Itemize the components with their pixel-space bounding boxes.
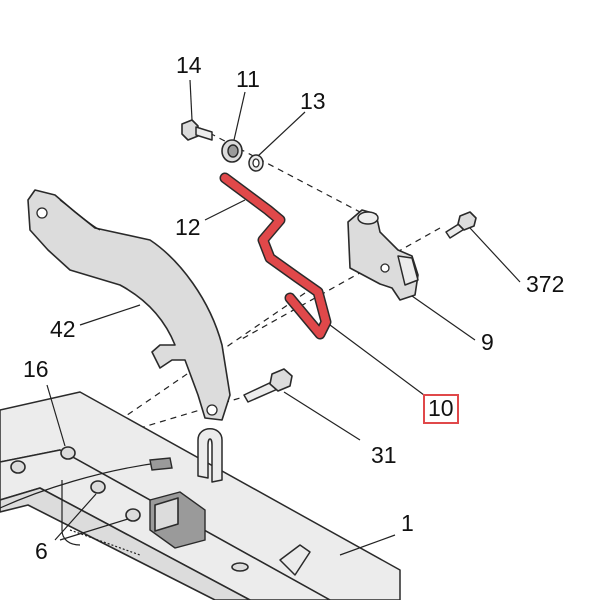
leader-14: [189, 79, 193, 121]
nut-part-6-a: [10, 460, 26, 474]
hinge-plate-part-9: [347, 209, 419, 301]
callout-10-highlighted[interactable]: 10: [423, 394, 459, 424]
leader-31: [283, 391, 361, 441]
leader-9: [411, 295, 476, 341]
callout-1: 1: [401, 510, 414, 536]
callout-42: 42: [50, 316, 76, 342]
callout-13: 13: [300, 88, 326, 114]
washer-part-13: [248, 154, 264, 172]
callout-9: 9: [481, 329, 494, 355]
callout-14: 14: [176, 52, 202, 78]
leader-6-b: [59, 518, 129, 541]
bent-rod-part-10: [219, 172, 332, 340]
frame-part-1: [0, 391, 401, 600]
callout-12: 12: [175, 214, 201, 240]
nut-part-6-c: [125, 508, 141, 522]
leader-11: [233, 91, 246, 141]
nut-part-11: [221, 139, 243, 163]
callout-31: 31: [371, 442, 397, 468]
leader-6-a: [54, 493, 97, 541]
callout-16: 16: [23, 356, 49, 382]
callout-372: 372: [526, 271, 565, 297]
leader-10: [329, 324, 429, 399]
leader-16: [46, 384, 66, 447]
callout-11: 11: [236, 66, 260, 92]
leader-13: [257, 111, 306, 157]
leader-42: [79, 304, 141, 326]
leader-1: [339, 534, 396, 556]
leader-12: [204, 199, 246, 221]
nut-part-6-b: [90, 480, 106, 494]
bolt-part-31: [243, 368, 293, 403]
assembly-guide-right: [239, 227, 441, 341]
leader-372: [469, 227, 521, 283]
bolt-part-14: [181, 119, 213, 141]
callout-6: 6: [35, 538, 48, 564]
assembly-guide-upper: [199, 127, 361, 213]
bracket-arm-part-42: [27, 189, 231, 421]
nut-part-16: [60, 446, 76, 460]
bolt-part-372: [445, 211, 477, 239]
